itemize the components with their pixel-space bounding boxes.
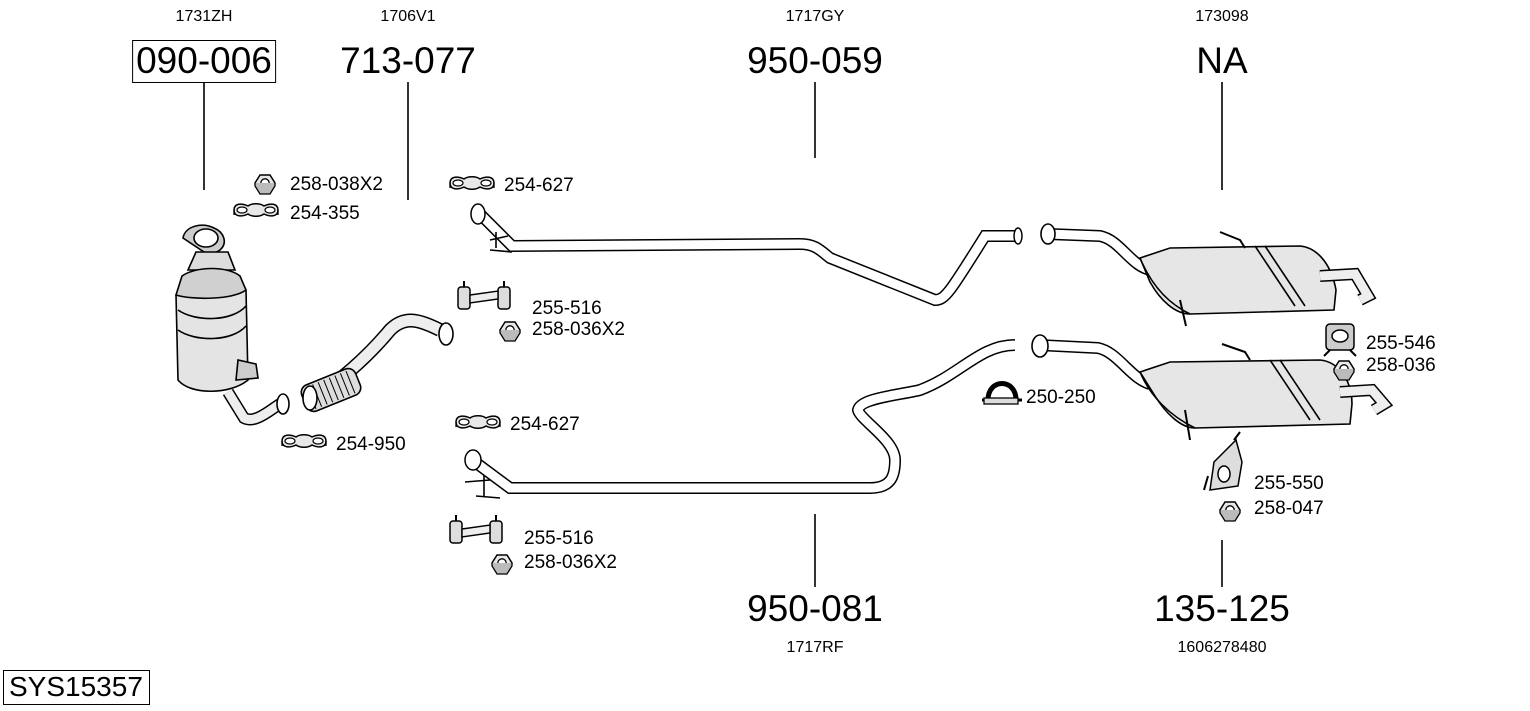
oem-number-mid-lower: 1717RF	[786, 639, 844, 656]
clamp-icon	[449, 176, 495, 190]
oem-number-cat: 1731ZH	[175, 8, 233, 25]
part-number-rear-upper[interactable]: NA	[1196, 40, 1248, 81]
accessory-label[interactable]: 258-036X2	[524, 552, 617, 573]
accessory-label[interactable]: 255-516	[524, 528, 594, 549]
nut-icon	[499, 321, 521, 342]
accessory-label[interactable]: 255-516	[532, 298, 602, 319]
clamp-icon	[455, 415, 501, 429]
clamp-icon	[233, 203, 279, 217]
middle-pipe-lower-drawing	[464, 339, 1016, 499]
flex-pipe-drawing	[300, 313, 454, 413]
accessory-label[interactable]: 254-355	[290, 203, 360, 224]
rear-silencer-lower-drawing	[1031, 334, 1394, 441]
accessory-label[interactable]: 258-036X2	[532, 319, 625, 340]
accessory-label[interactable]: 254-950	[336, 434, 406, 455]
accessory-label[interactable]: 258-047	[1254, 498, 1324, 519]
system-code: SYS15357	[3, 670, 150, 705]
nut-icon	[491, 554, 513, 575]
accessory-label[interactable]: 255-546	[1366, 333, 1436, 354]
middle-pipe-upper-drawing	[470, 203, 1023, 307]
nut-icon	[1219, 501, 1241, 522]
oem-number-rear-upper: 173098	[1195, 8, 1249, 25]
hanger-icon	[449, 514, 503, 544]
nut-icon	[1333, 360, 1355, 381]
accessory-label[interactable]: 254-627	[504, 175, 574, 196]
oem-number-rear-lower: 1606278480	[1177, 639, 1267, 656]
accessory-label[interactable]: 255-550	[1254, 473, 1324, 494]
oem-number-mid-upper: 1717GY	[785, 8, 845, 25]
rubber-mount-icon	[1323, 323, 1357, 357]
oem-number-flex: 1706V1	[380, 8, 436, 25]
accessory-label[interactable]: 250-250	[1026, 387, 1096, 408]
u-clamp-icon	[982, 381, 1022, 405]
catalytic-converter-drawing	[174, 224, 290, 426]
accessory-label[interactable]: 254-627	[510, 414, 580, 435]
part-number-mid-upper[interactable]: 950-059	[747, 40, 883, 81]
part-number-mid-lower[interactable]: 950-081	[747, 588, 883, 629]
part-number-cat[interactable]: 090-006	[132, 40, 276, 83]
accessory-label[interactable]: 258-036	[1366, 355, 1436, 376]
rear-silencer-upper-drawing	[1040, 223, 1377, 327]
hanger-icon	[457, 280, 511, 310]
nut-icon	[254, 174, 276, 195]
bracket-icon	[1203, 431, 1243, 491]
clamp-icon	[281, 434, 327, 448]
part-number-rear-lower[interactable]: 135-125	[1154, 588, 1290, 629]
accessory-label[interactable]: 258-038X2	[290, 174, 383, 195]
part-number-flex[interactable]: 713-077	[340, 40, 476, 81]
